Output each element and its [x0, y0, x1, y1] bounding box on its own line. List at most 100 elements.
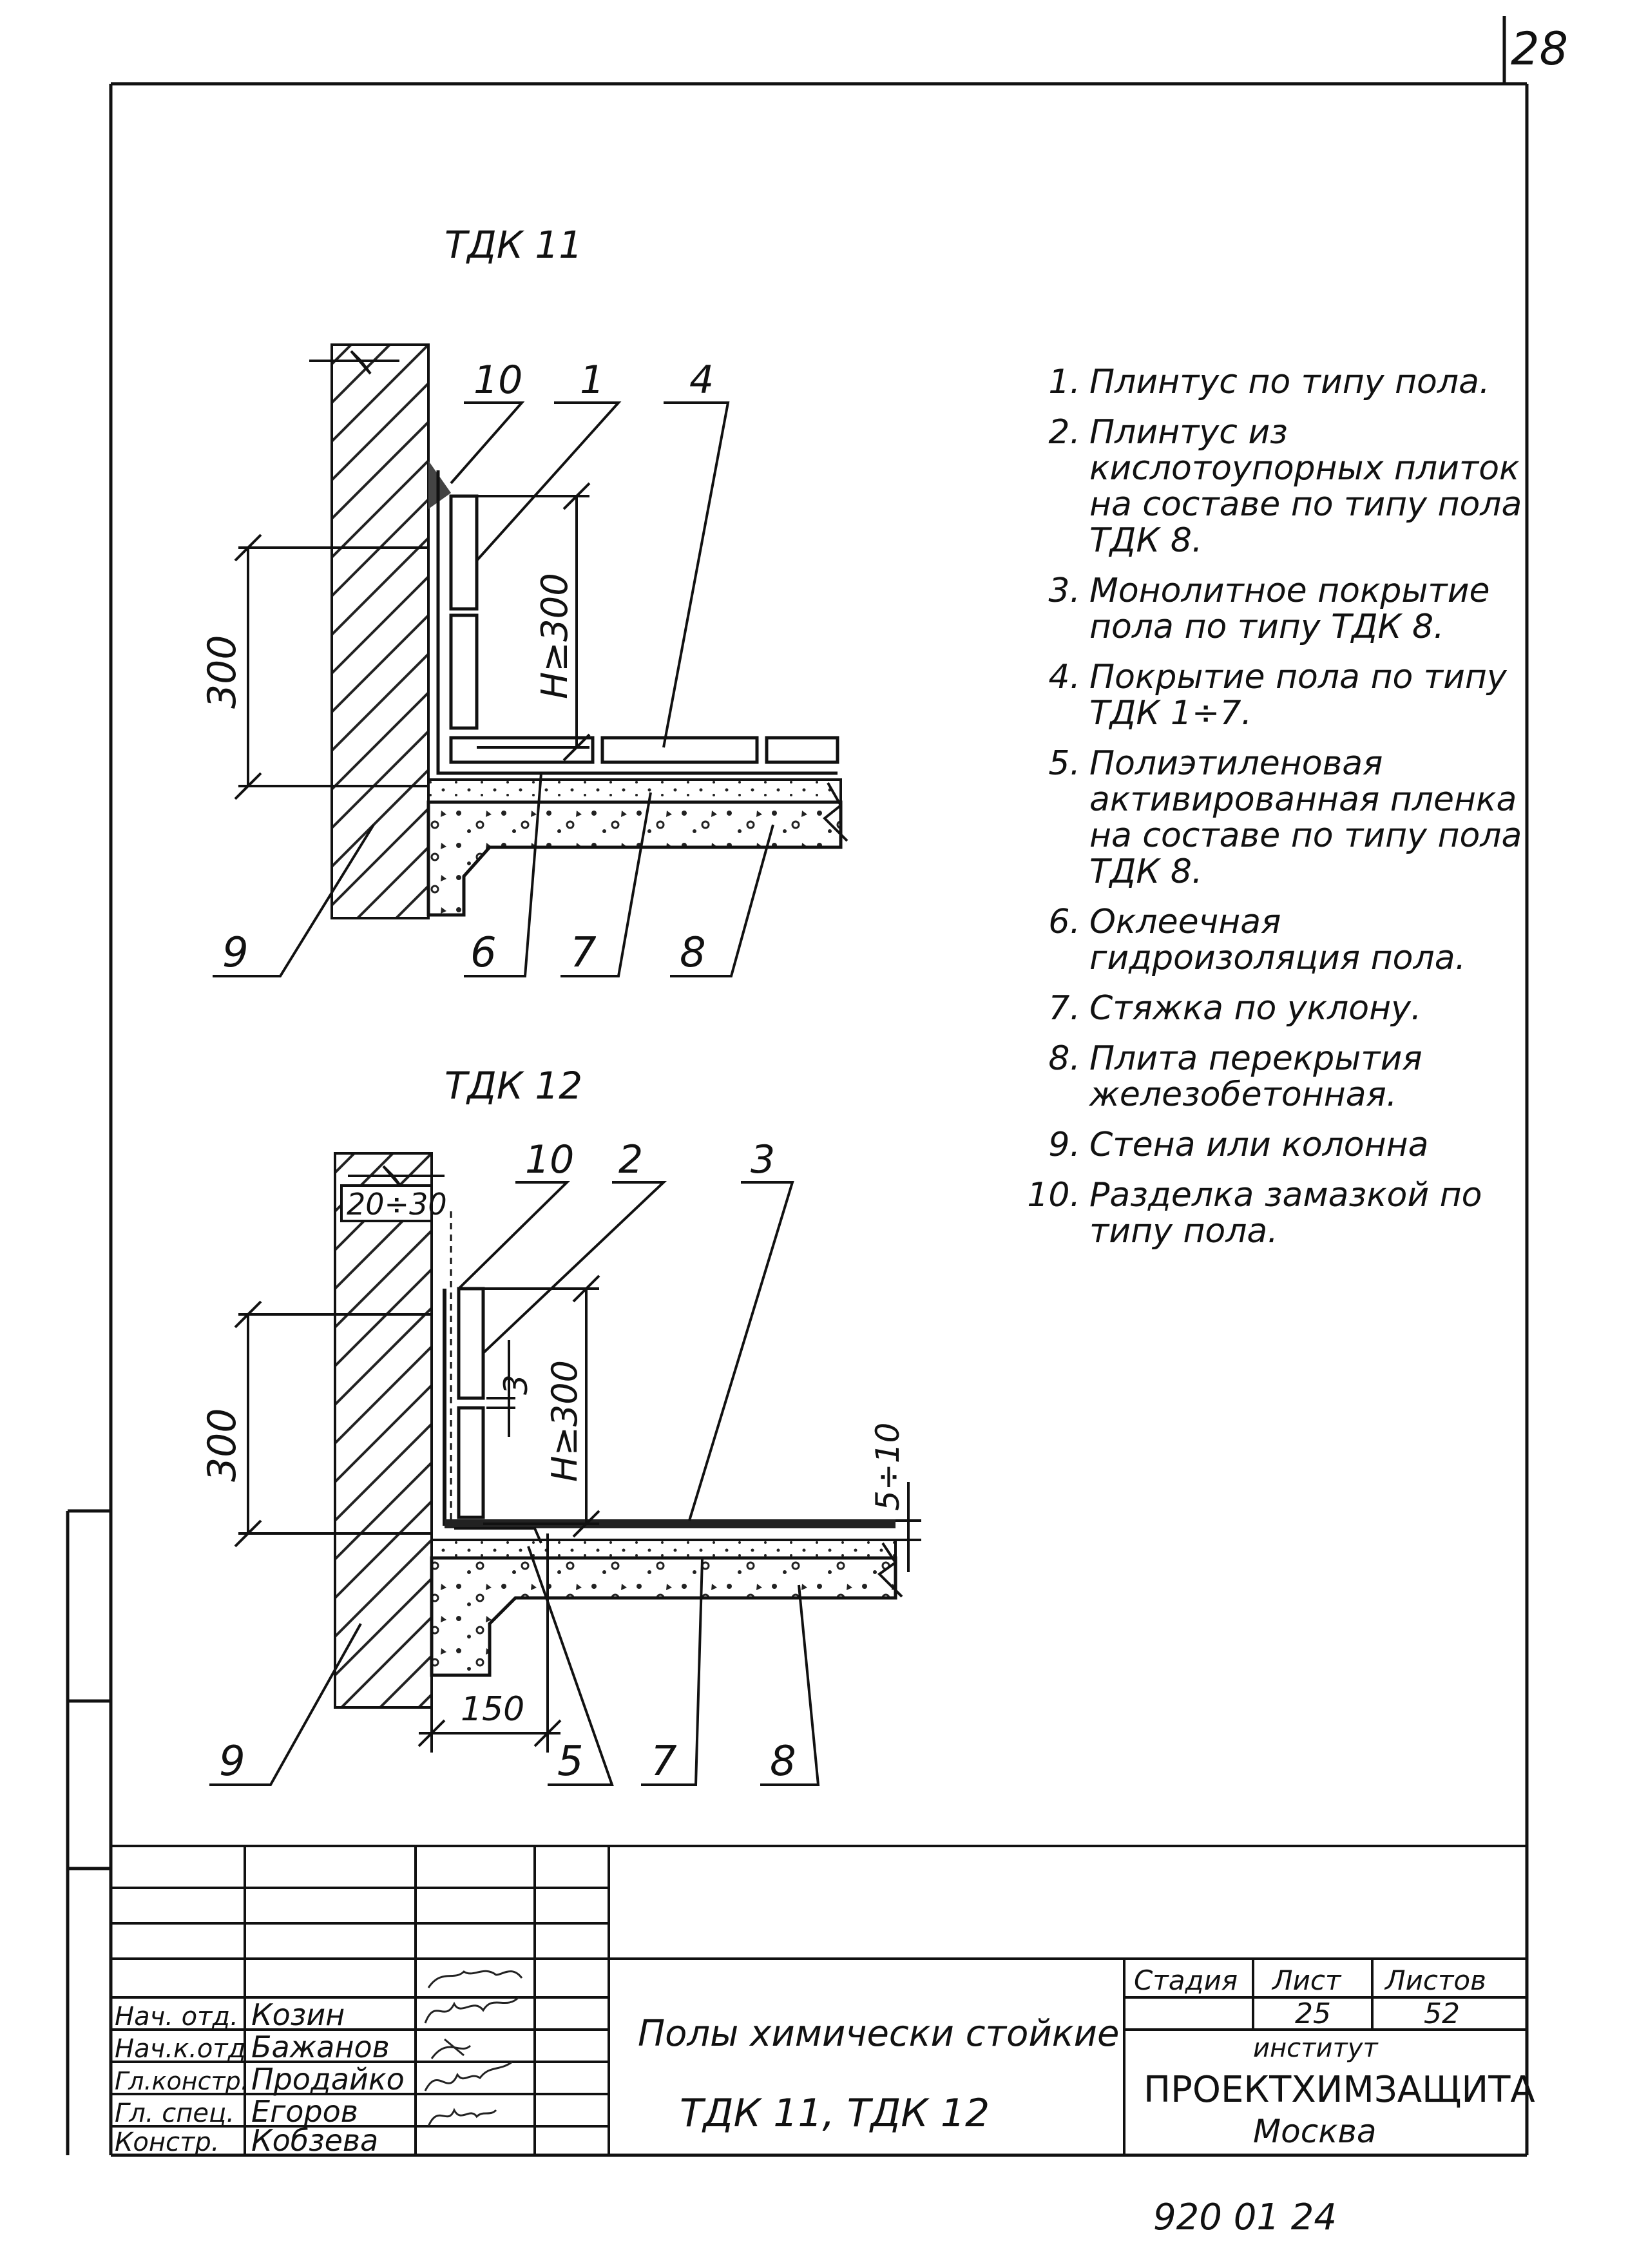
floor-tile — [765, 736, 839, 764]
slab-section — [430, 1556, 897, 1677]
legend-item: 1. Плинтус по типу пола. — [1021, 364, 1549, 400]
dimension-width — [417, 1533, 562, 1753]
person-name: Егоров — [251, 2094, 358, 2129]
person-name: Бажанов — [251, 2030, 390, 2064]
legend-text: Стена или колонна — [1089, 1126, 1429, 1164]
legend-item: 4. Покрытие пола по типу ТДК 1÷7. — [1021, 659, 1549, 731]
callout-8: 8 — [680, 929, 706, 977]
break-line — [348, 1165, 445, 1190]
sheet-frame — [66, 16, 1529, 2157]
person-name: Козин — [251, 1997, 345, 2032]
callout-3: 3 — [751, 1137, 775, 1182]
role-label: Гл. спец. — [115, 2099, 235, 2128]
dimension-300 — [234, 533, 428, 800]
legend-item: 5. Полиэтиленовая активированная пленка … — [1021, 745, 1549, 890]
detail-tdk11: ТДК 11 300 — [200, 223, 848, 977]
floor-tile — [449, 736, 595, 764]
dimension-label-width: 150 — [461, 1690, 524, 1729]
legend-item: 8. Плита перекрытия железобетонная. — [1021, 1041, 1549, 1113]
legend-num: 3. — [1048, 572, 1080, 610]
legend-item: 3. Монолитное покрытие пола по типу ТДК … — [1021, 573, 1549, 645]
drawing-title: Полы химически стойкие — [638, 2013, 1119, 2055]
callout-7: 7 — [651, 1738, 677, 1785]
dimension-label-300: 300 — [200, 635, 245, 709]
sheet-value: 25 — [1295, 1997, 1331, 2030]
role-label: Гл.констр. — [115, 2067, 249, 2095]
callout-10: 10 — [525, 1137, 574, 1182]
role-label: Констр. — [115, 2128, 219, 2157]
stage-label: Стадия — [1134, 1965, 1238, 1996]
legend-text: Разделка замазкой по типу пола. — [1089, 1176, 1482, 1251]
dimension-label-h: H≥300 — [534, 573, 576, 699]
dimension-thickness — [895, 1482, 921, 1572]
sheets-label: Листов — [1384, 1965, 1486, 1996]
slab-break — [823, 782, 848, 842]
drawing-code: ТДК 11, ТДК 12 — [680, 2091, 990, 2136]
slab-break — [877, 1542, 903, 1598]
legend-text: Стяжка по уклону. — [1089, 989, 1422, 1028]
skirting-tile — [457, 1287, 485, 1400]
legend-num: 2. — [1048, 413, 1080, 452]
page-number: 28 — [1511, 23, 1568, 75]
legend-text: Плинтус по типу пола. — [1089, 363, 1490, 401]
footer-code: 920 01 24 — [1153, 2196, 1337, 2238]
legend-item: 2. Плинтус из кислотоупорных плиток на с… — [1021, 414, 1549, 559]
dimension-label-h: H≥300 — [544, 1360, 585, 1482]
dimension-label-300: 300 — [200, 1408, 245, 1482]
monolithic-coating-layer — [445, 1519, 895, 1528]
dimension-label-thickness: 5÷10 — [869, 1423, 906, 1511]
role-label: Нач. отд. — [115, 2002, 238, 2032]
legend-text: Плита перекрытия железобетонная. — [1089, 1039, 1422, 1114]
legend-num: 6. — [1048, 903, 1080, 941]
dimension-label-gap: 20÷30 — [347, 1187, 447, 1222]
legend-text: Плинтус из кислотоупорных плиток на сост… — [1089, 413, 1522, 560]
institute-name: ПРОЕКТХИМЗАЩИТА — [1144, 2069, 1535, 2111]
skirting-tile — [449, 494, 479, 611]
dimension-joint — [486, 1340, 515, 1437]
screed-layer — [430, 1539, 897, 1559]
callout-7: 7 — [570, 929, 597, 977]
leaders-top — [457, 1181, 794, 1521]
legend-num: 8. — [1048, 1039, 1080, 1078]
callout-1: 1 — [580, 358, 604, 403]
leaders-top — [450, 401, 730, 748]
dimension-label-joint: 3 — [497, 1374, 535, 1395]
callout-4: 4 — [689, 358, 714, 403]
sheets-value: 52 — [1424, 1997, 1460, 2030]
role-label: Нач.к.отд — [115, 2034, 245, 2064]
legend-item: 9. Стена или колонна — [1021, 1127, 1549, 1163]
pe-film — [454, 1527, 542, 1544]
title-block — [111, 1845, 1527, 2155]
institute-label: институт — [1253, 2033, 1379, 2063]
legend-num: 5. — [1048, 744, 1080, 783]
dimension-h — [483, 1274, 600, 1538]
legend-num: 10. — [1027, 1176, 1080, 1215]
floor-tile — [600, 736, 759, 764]
gap-box — [340, 1184, 433, 1222]
person-name: Продайко — [251, 2062, 405, 2097]
detail-title-tdk11: ТДК 11 — [445, 223, 582, 267]
legend-text: Покрытие пола по типу ТДК 1÷7. — [1089, 658, 1507, 733]
legend-num: 1. — [1048, 363, 1080, 401]
detail-tdk12: ТДК 12 20÷30 300 — [200, 1064, 921, 1786]
title-block-people: Нач. отд. Нач.к.отд Гл.констр. Гл. спец.… — [115, 1997, 405, 2158]
callout-2: 2 — [618, 1137, 643, 1182]
legend-num: 4. — [1048, 658, 1080, 697]
wall-section — [330, 343, 430, 919]
legend: 1. Плинтус по типу пола. 2. Плинтус из к… — [1021, 364, 1549, 1264]
leaders-bottom — [209, 1546, 820, 1786]
waterproofing-line — [436, 470, 838, 775]
leaders-bottom — [213, 773, 774, 977]
legend-num: 9. — [1048, 1126, 1080, 1164]
legend-text: Монолитное покрытие пола по типу ТДК 8. — [1089, 572, 1490, 646]
signatures — [424, 1970, 523, 2127]
callout-6: 6 — [470, 929, 497, 977]
break-line — [309, 350, 399, 375]
legend-num: 7. — [1048, 989, 1080, 1028]
callout-10: 10 — [474, 358, 522, 403]
person-name: Кобзева — [251, 2123, 378, 2158]
city: Москва — [1253, 2113, 1377, 2150]
callout-8: 8 — [770, 1738, 796, 1785]
legend-item: 7. Стяжка по уклону. — [1021, 990, 1549, 1026]
callout-5: 5 — [557, 1738, 584, 1785]
